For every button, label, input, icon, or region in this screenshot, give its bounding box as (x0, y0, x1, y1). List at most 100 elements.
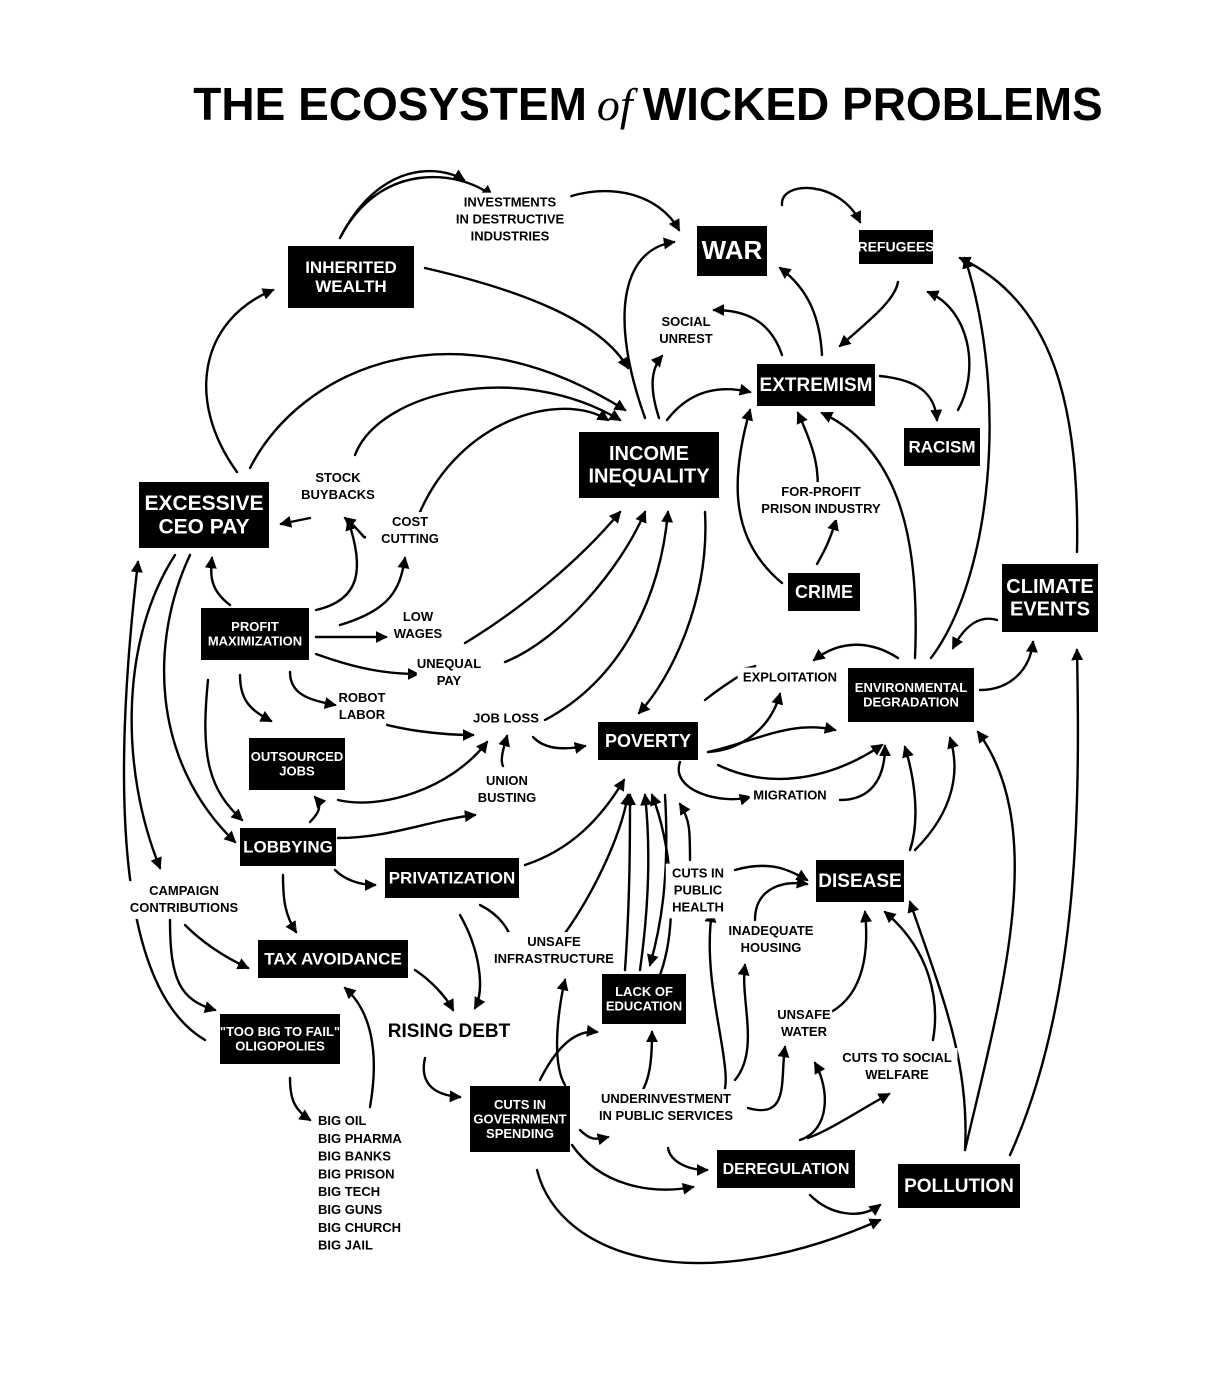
causal-arrow (823, 910, 873, 1017)
investments-label-line-1: INVESTMENTS (464, 195, 557, 210)
racism-box: RACISM (904, 428, 980, 466)
title-part-1: THE ECOSYSTEM (193, 78, 587, 130)
causal-arrow (343, 986, 376, 1109)
inherited-wealth-text-line-1: INHERITED (305, 258, 397, 277)
tax-avoidance-box: TAX AVOIDANCE (258, 940, 408, 978)
union-busting-label-line-1: UNION (486, 773, 528, 788)
causal-arrow (531, 735, 587, 754)
unequal-pay-label-line-2: PAY (437, 673, 462, 688)
causal-arrow (706, 721, 837, 754)
migration-label: MIGRATION (749, 785, 831, 807)
causal-arrow (798, 1061, 826, 1142)
causal-arrow (338, 556, 410, 627)
for-profit-prison-label-line-2: PRISON INDUSTRY (761, 501, 881, 516)
refugees-box: REFUGEES (857, 230, 935, 264)
lack-of-education-text-line-2: EDUCATION (606, 999, 682, 1014)
privatization-box: PRIVATIZATION (385, 858, 519, 898)
lobbying-box: LOBBYING (240, 828, 336, 866)
for-profit-prison-label-line-1: FOR-PROFIT (781, 484, 860, 499)
extremism-box: EXTREMISM (757, 364, 875, 406)
exploitation-label-line-1: EXPLOITATION (743, 669, 837, 684)
causal-arrow (130, 553, 177, 870)
migration-label-line-1: MIGRATION (753, 787, 826, 802)
title-part-2: WICKED PROBLEMS (643, 78, 1103, 130)
cuts-in-public-health-label-line-3: HEALTH (672, 899, 724, 914)
for-profit-prison-label: FOR-PROFIT PRISON INDUSTRY (756, 482, 886, 520)
causal-arrow (907, 900, 967, 1152)
causal-arrow (558, 793, 633, 942)
causal-arrow (418, 407, 610, 514)
causal-arrow (753, 876, 809, 922)
too-big-to-fail-text-line-2: OLIGOPOLIES (235, 1039, 325, 1054)
stock-buybacks-label-line-1: STOCK (315, 470, 361, 485)
causal-arrow (638, 793, 653, 972)
causal-arrow (338, 175, 494, 240)
environmental-degradation-text-line-1: ENVIRONMENTAL (855, 680, 967, 695)
campaign-contributions-label-line-1: CAMPAIGN (149, 883, 219, 898)
causal-arrow (736, 408, 784, 585)
deregulation-box: DEREGULATION (717, 1150, 855, 1188)
industry-item: BIG BANKS (318, 1149, 391, 1164)
union-busting-label: UNION BUSTING (474, 771, 540, 809)
poverty-text-line-1: POVERTY (605, 731, 691, 751)
profit-maximization-text-line-1: PROFIT (231, 619, 279, 634)
climate-events-text-line-1: CLIMATE (1006, 576, 1093, 598)
causal-arrows (122, 169, 1084, 1265)
social-unrest-label-line-1: SOCIAL (661, 314, 710, 329)
causal-arrow (820, 411, 917, 660)
pollution-text-line-1: POLLUTION (904, 1176, 1014, 1197)
causal-arrow (168, 918, 217, 1013)
job-loss-label-line-1: JOB LOSS (473, 710, 539, 725)
causal-arrow (929, 256, 991, 660)
causal-arrow (913, 736, 959, 852)
outsourced-jobs-text-line-1: OUTSOURCED (251, 749, 343, 764)
causal-arrow (205, 288, 275, 474)
causal-arrow (963, 730, 1016, 1152)
causal-arrow (638, 1030, 658, 1097)
outsourced-jobs-text-line-2: JOBS (279, 764, 315, 779)
cuts-in-public-health-label-line-2: PUBLIC (674, 882, 723, 897)
income-inequality-text-line-1: INCOME (609, 443, 689, 465)
causal-arrow (883, 910, 937, 1042)
underinvestment-label-line-1: UNDERINVESTMENT (601, 1091, 731, 1106)
tax-avoidance-text-line-1: TAX AVOIDANCE (264, 949, 402, 968)
inherited-wealth-text-line-2: WEALTH (315, 277, 386, 296)
causal-arrow (543, 510, 674, 722)
causal-arrow (333, 868, 377, 891)
causal-arrow (498, 734, 510, 768)
privatization-text-line-1: PRIVATIZATION (389, 868, 516, 887)
causal-arrow (336, 810, 477, 840)
causal-arrow (838, 744, 891, 802)
social-unrest-label-line-2: UNREST (659, 331, 713, 346)
causal-arrow (204, 678, 244, 822)
causal-arrow (413, 968, 455, 1012)
unequal-pay-label-line-1: UNEQUAL (417, 656, 481, 671)
causal-arrow (314, 518, 359, 612)
causal-arrow (703, 664, 757, 702)
causal-arrow (308, 795, 327, 824)
causal-arrow (314, 652, 420, 680)
excessive-ceo-pay-text-line-2: CEO PAY (158, 515, 249, 538)
causal-arrow (288, 1076, 312, 1122)
causal-arrow (778, 266, 824, 357)
causal-arrow (926, 290, 971, 412)
causal-arrow (712, 304, 784, 357)
robot-labor-label-line-1: ROBOT (339, 690, 386, 705)
poverty-box: POVERTY (598, 722, 698, 760)
cost-cutting-label-line-2: CUTTING (381, 531, 439, 546)
causal-arrow (238, 673, 273, 723)
union-busting-label-line-2: BUSTING (478, 790, 537, 805)
causal-arrow (336, 740, 489, 804)
causal-arrow (183, 923, 250, 970)
